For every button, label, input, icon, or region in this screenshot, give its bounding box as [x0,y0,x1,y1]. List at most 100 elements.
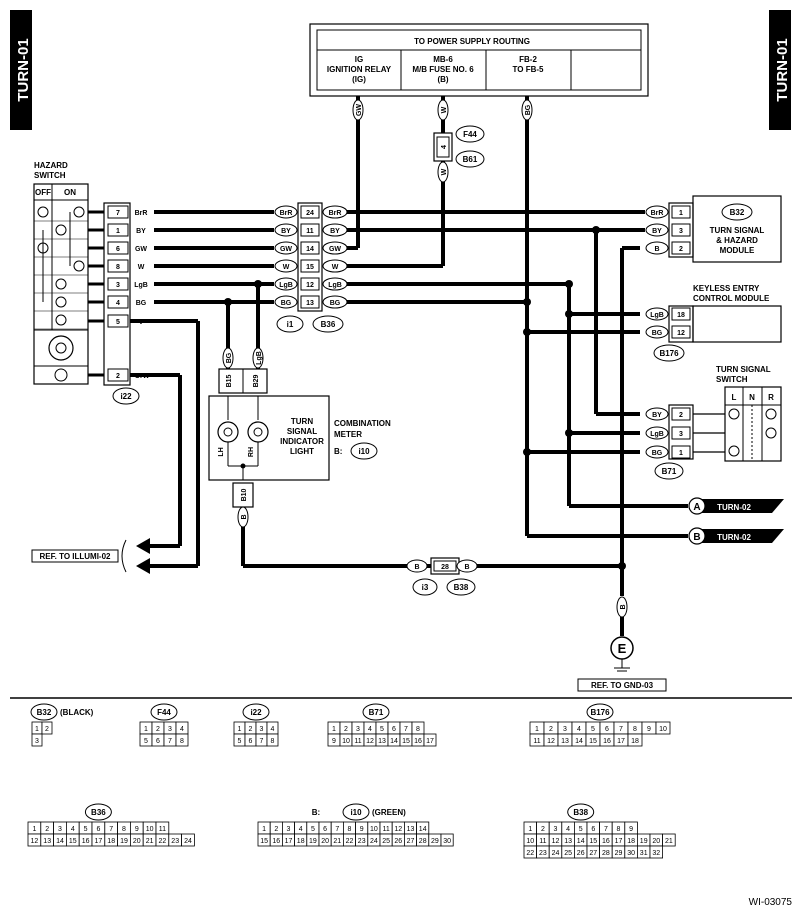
legend-i10-cell-25: 25 [382,838,390,845]
legend-B176-cell-15: 15 [589,738,597,745]
connector-i22-body [103,202,131,386]
b36-wire-color-0: BrR [329,210,342,217]
legend-B38-cell-11: 11 [539,838,546,845]
legend-i10-cell-15: 15 [260,838,268,845]
legend-i22-cell-8: 8 [271,738,275,745]
i22-pin-3: 3 [116,282,120,289]
legend-i10-cell-20: 20 [321,838,329,845]
power-supply-inner [316,29,642,91]
i22-pin-4: 4 [116,300,120,307]
wire-b29-color: LgB [256,351,263,365]
legend-B32-cell-1: 1 [35,726,39,733]
legend-F44-cell-3: 3 [168,726,172,733]
ref-illumi-box [31,549,119,563]
power-cell-2-line-0: FB-2 [519,55,537,64]
i22-pin-5: 5 [116,319,120,326]
legend-B71-cell-2: 2 [344,726,348,733]
b36-pin-15: 15 [306,264,314,271]
tss-l: L [732,393,737,402]
hazard-contact-5 [55,278,67,290]
legend-B36-cell-12: 12 [31,838,39,845]
wire-b38-right: B [464,564,469,571]
legend-B36-cell-2: 2 [45,826,49,833]
mid-wire-color-0: BrR [280,210,293,217]
legend-B38-cell-26: 26 [577,850,585,857]
legend-i10-cell-7: 7 [335,826,339,833]
wire-b15-color: BG [226,352,233,363]
legend-B38-cell-3: 3 [554,826,558,833]
legend-i10-cell-21: 21 [333,838,341,845]
legend-i10-cell-17: 17 [285,838,293,845]
power-cell-1-line-1: M/B FUSE NO. 6 [412,65,474,74]
connector-b61-label: B61 [463,155,478,164]
legend-B38-cell-14: 14 [577,838,585,845]
legend-B176-cell-9: 9 [647,726,651,733]
legend-B38-cell-18: 18 [627,838,635,845]
hazard-switch: OFF ON [33,183,89,385]
connector-i3-label: i3 [422,583,429,592]
legend-B71-cell-11: 11 [354,738,361,745]
b38-pin: 28 [441,564,449,571]
b71-pin-2: 2 [679,412,683,419]
legend-B36-cell-18: 18 [107,838,115,845]
wire-w-bottom: W [441,168,448,175]
legend-i10-cell-29: 29 [431,838,439,845]
connector-i22-label: i22 [120,392,132,401]
wire-w-top: W [441,106,448,113]
footer-code: WI-03075 [749,897,793,908]
legend-B38-cell-15: 15 [589,838,597,845]
lh-label: LH [218,447,225,456]
legend-i10-cell-28: 28 [419,838,427,845]
legend-B176-cell-5: 5 [591,726,595,733]
legend-B38-cell-12: 12 [552,838,560,845]
legend-B176-cell-18: 18 [631,738,639,745]
power-cell-1-line-2: (B) [437,75,448,84]
connector-b71-label: B71 [662,467,677,476]
legend-B36-cell-10: 10 [146,826,154,833]
legend-B176-cell-13: 13 [561,738,569,745]
legend-B176-cell-8: 8 [633,726,637,733]
legend-i10-cell-3: 3 [287,826,291,833]
b32-pin-3: 3 [679,228,683,235]
wire-b38-left: B [414,564,419,571]
connector-i22-tag [112,387,140,405]
legend-i10-id: i10 [350,808,362,817]
legend-i22-cell-1: 1 [238,726,242,733]
legend-B176-cell-10: 10 [659,726,667,733]
legend-B38-cell-8: 8 [617,826,621,833]
hazard-off-label: OFF [35,188,51,197]
b36-wire-color-1: BY [330,228,340,235]
legend-F44-id: F44 [157,708,171,717]
legend-B36-cell-5: 5 [84,826,88,833]
b36-pin-24: 24 [306,210,314,217]
legend-B36-cell-15: 15 [69,838,77,845]
legend-i22-id: i22 [250,708,262,717]
legend-B38-cell-23: 23 [539,850,547,857]
hazard-switch-title-2: SWITCH [34,171,66,180]
connector-i1-label: i1 [287,320,294,329]
legend-F44-cell-6: 6 [156,738,160,745]
legend-B36-cell-23: 23 [171,838,179,845]
wire-b10-color: B [241,514,248,519]
legend-i22-cell-2: 2 [249,726,253,733]
legend-B38-cell-28: 28 [602,850,610,857]
f44-pin: 4 [441,145,448,149]
legend-B38-cell-2: 2 [541,826,545,833]
legend-i10-cell-8: 8 [348,826,352,833]
legend-i10-cell-10: 10 [370,826,378,833]
i22-pin-1: 1 [116,228,120,235]
tss-r: R [768,393,774,402]
legend-B36-cell-16: 16 [82,838,90,845]
hazard-contact-7 [55,314,67,326]
legend-B36-cell-17: 17 [95,838,103,845]
connector-b15-label: B15 [226,374,233,387]
legend-F44-cell-4: 4 [180,726,184,733]
i22-wire-color-2: GW [135,246,147,253]
legend-B38-cell-21: 21 [665,838,673,845]
connector-b32-label: B32 [730,208,745,217]
legend-B71-cell-13: 13 [378,738,386,745]
legend-i10-cell-9: 9 [360,826,364,833]
